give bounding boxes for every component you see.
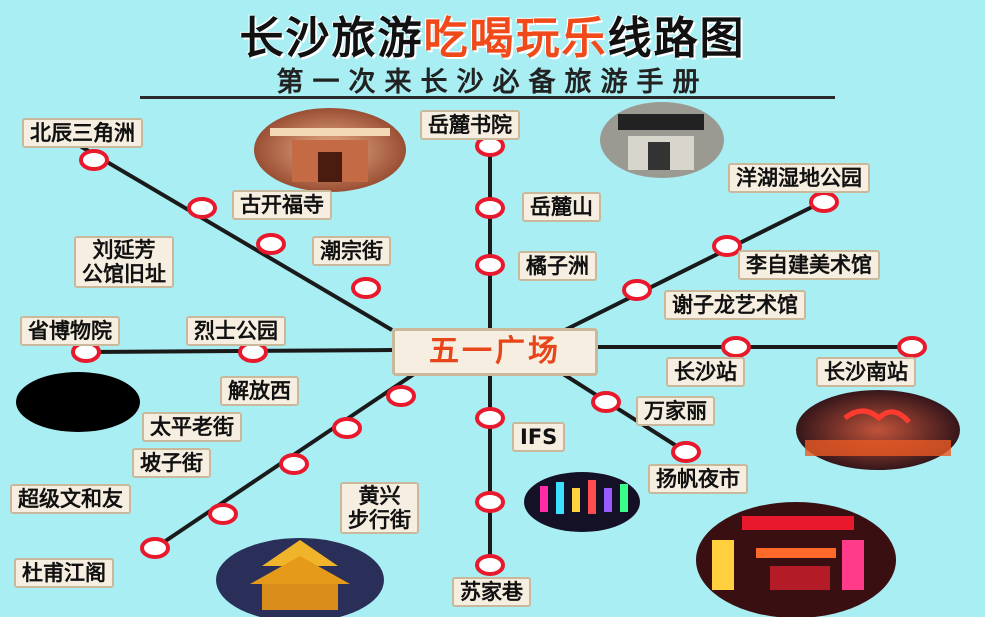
- node-chaozong[interactable]: [351, 277, 381, 299]
- label-ifs[interactable]: IFS: [512, 422, 566, 452]
- node-huangxing[interactable]: [475, 491, 505, 513]
- label-beichen[interactable]: 北辰三角洲: [22, 118, 143, 148]
- label-jiefangxi[interactable]: 解放西: [220, 376, 299, 406]
- label-gukai[interactable]: 古开福寺: [232, 190, 332, 220]
- node-chaoji[interactable]: [208, 503, 238, 525]
- label-taiping[interactable]: 太平老街: [142, 412, 242, 442]
- node-xiezilong[interactable]: [622, 279, 652, 301]
- label-juzizhou[interactable]: 橘子洲: [518, 251, 597, 281]
- label-huangxing-line1: 黄兴: [358, 484, 401, 508]
- node-lizijian[interactable]: [712, 235, 742, 257]
- pavilion-photo: [216, 538, 384, 617]
- node-juzizhou[interactable]: [475, 254, 505, 276]
- blacked-out-photo: [16, 372, 140, 432]
- label-liuyanfang-line2: 公馆旧址: [82, 262, 166, 286]
- node-changshazhan[interactable]: [721, 336, 751, 358]
- night-market-photo: [696, 502, 896, 617]
- route-northeast: [564, 196, 831, 332]
- label-yanghu[interactable]: 洋湖湿地公园: [728, 163, 870, 193]
- night-sign-photo: [796, 390, 960, 470]
- node-dufujiang[interactable]: [140, 537, 170, 559]
- label-chaoji[interactable]: 超级文和友: [10, 484, 131, 514]
- node-changshananzhan[interactable]: [897, 336, 927, 358]
- map-title: 长沙旅游吃喝玩乐线路图: [0, 2, 985, 66]
- label-xiezilong[interactable]: 谢子龙艺术馆: [664, 290, 806, 320]
- label-liuyanfang-line1: 刘延芳: [92, 238, 156, 262]
- label-changshananzhan[interactable]: 长沙南站: [816, 357, 916, 387]
- route-southeast: [558, 370, 688, 454]
- label-yuelu-shuyuan[interactable]: 岳麓书院: [420, 110, 520, 140]
- node-pozijie[interactable]: [279, 453, 309, 475]
- label-lizijian[interactable]: 李自建美术馆: [738, 250, 880, 280]
- node-yuelushan[interactable]: [475, 197, 505, 219]
- node-wanjiali[interactable]: [591, 391, 621, 413]
- label-chaozong[interactable]: 潮宗街: [312, 236, 391, 266]
- label-huangxing-line2: 步行街: [348, 508, 411, 532]
- label-changshazhan[interactable]: 长沙站: [666, 357, 745, 387]
- node-yangfan[interactable]: [671, 441, 701, 463]
- temple-gate-photo: [254, 108, 406, 192]
- node-liuyanfang[interactable]: [256, 233, 286, 255]
- node-jiefangxi[interactable]: [386, 385, 416, 407]
- label-yangfan[interactable]: 扬帆夜市: [648, 464, 748, 494]
- neon-street-photo: [524, 472, 640, 532]
- title-part-1: 长沙旅游: [239, 13, 424, 64]
- label-dufujiang[interactable]: 杜甫江阁: [14, 558, 114, 588]
- label-shengbowuyuan[interactable]: 省博物院: [20, 316, 120, 346]
- node-yanghu[interactable]: [809, 191, 839, 213]
- hub-wuyi-square[interactable]: 五一广场: [392, 328, 598, 376]
- route-northwest: [73, 141, 394, 332]
- label-huangxing[interactable]: 黄兴 步行街: [340, 482, 419, 534]
- label-wanjiali[interactable]: 万家丽: [636, 396, 715, 426]
- label-lieshi[interactable]: 烈士公园: [186, 316, 286, 346]
- title-part-2: 线路图: [607, 13, 746, 64]
- map-subtitle: 第一次来长沙必备旅游手册: [276, 67, 709, 98]
- subtitle-underline: [140, 96, 835, 99]
- node-sujiaxiang[interactable]: [475, 554, 505, 576]
- label-liuyanfang[interactable]: 刘延芳 公馆旧址: [74, 236, 174, 288]
- label-sujiaxiang[interactable]: 苏家巷: [452, 577, 531, 607]
- node-taiping[interactable]: [332, 417, 362, 439]
- label-pozijie[interactable]: 坡子街: [132, 448, 211, 478]
- node-ifs[interactable]: [475, 407, 505, 429]
- title-highlight: 吃喝玩乐: [423, 13, 608, 64]
- node-beichen[interactable]: [79, 149, 109, 171]
- academy-gate-photo: [600, 102, 724, 178]
- label-yuelushan[interactable]: 岳麓山: [522, 192, 601, 222]
- route-lines: [73, 141, 912, 565]
- node-gukai[interactable]: [187, 197, 217, 219]
